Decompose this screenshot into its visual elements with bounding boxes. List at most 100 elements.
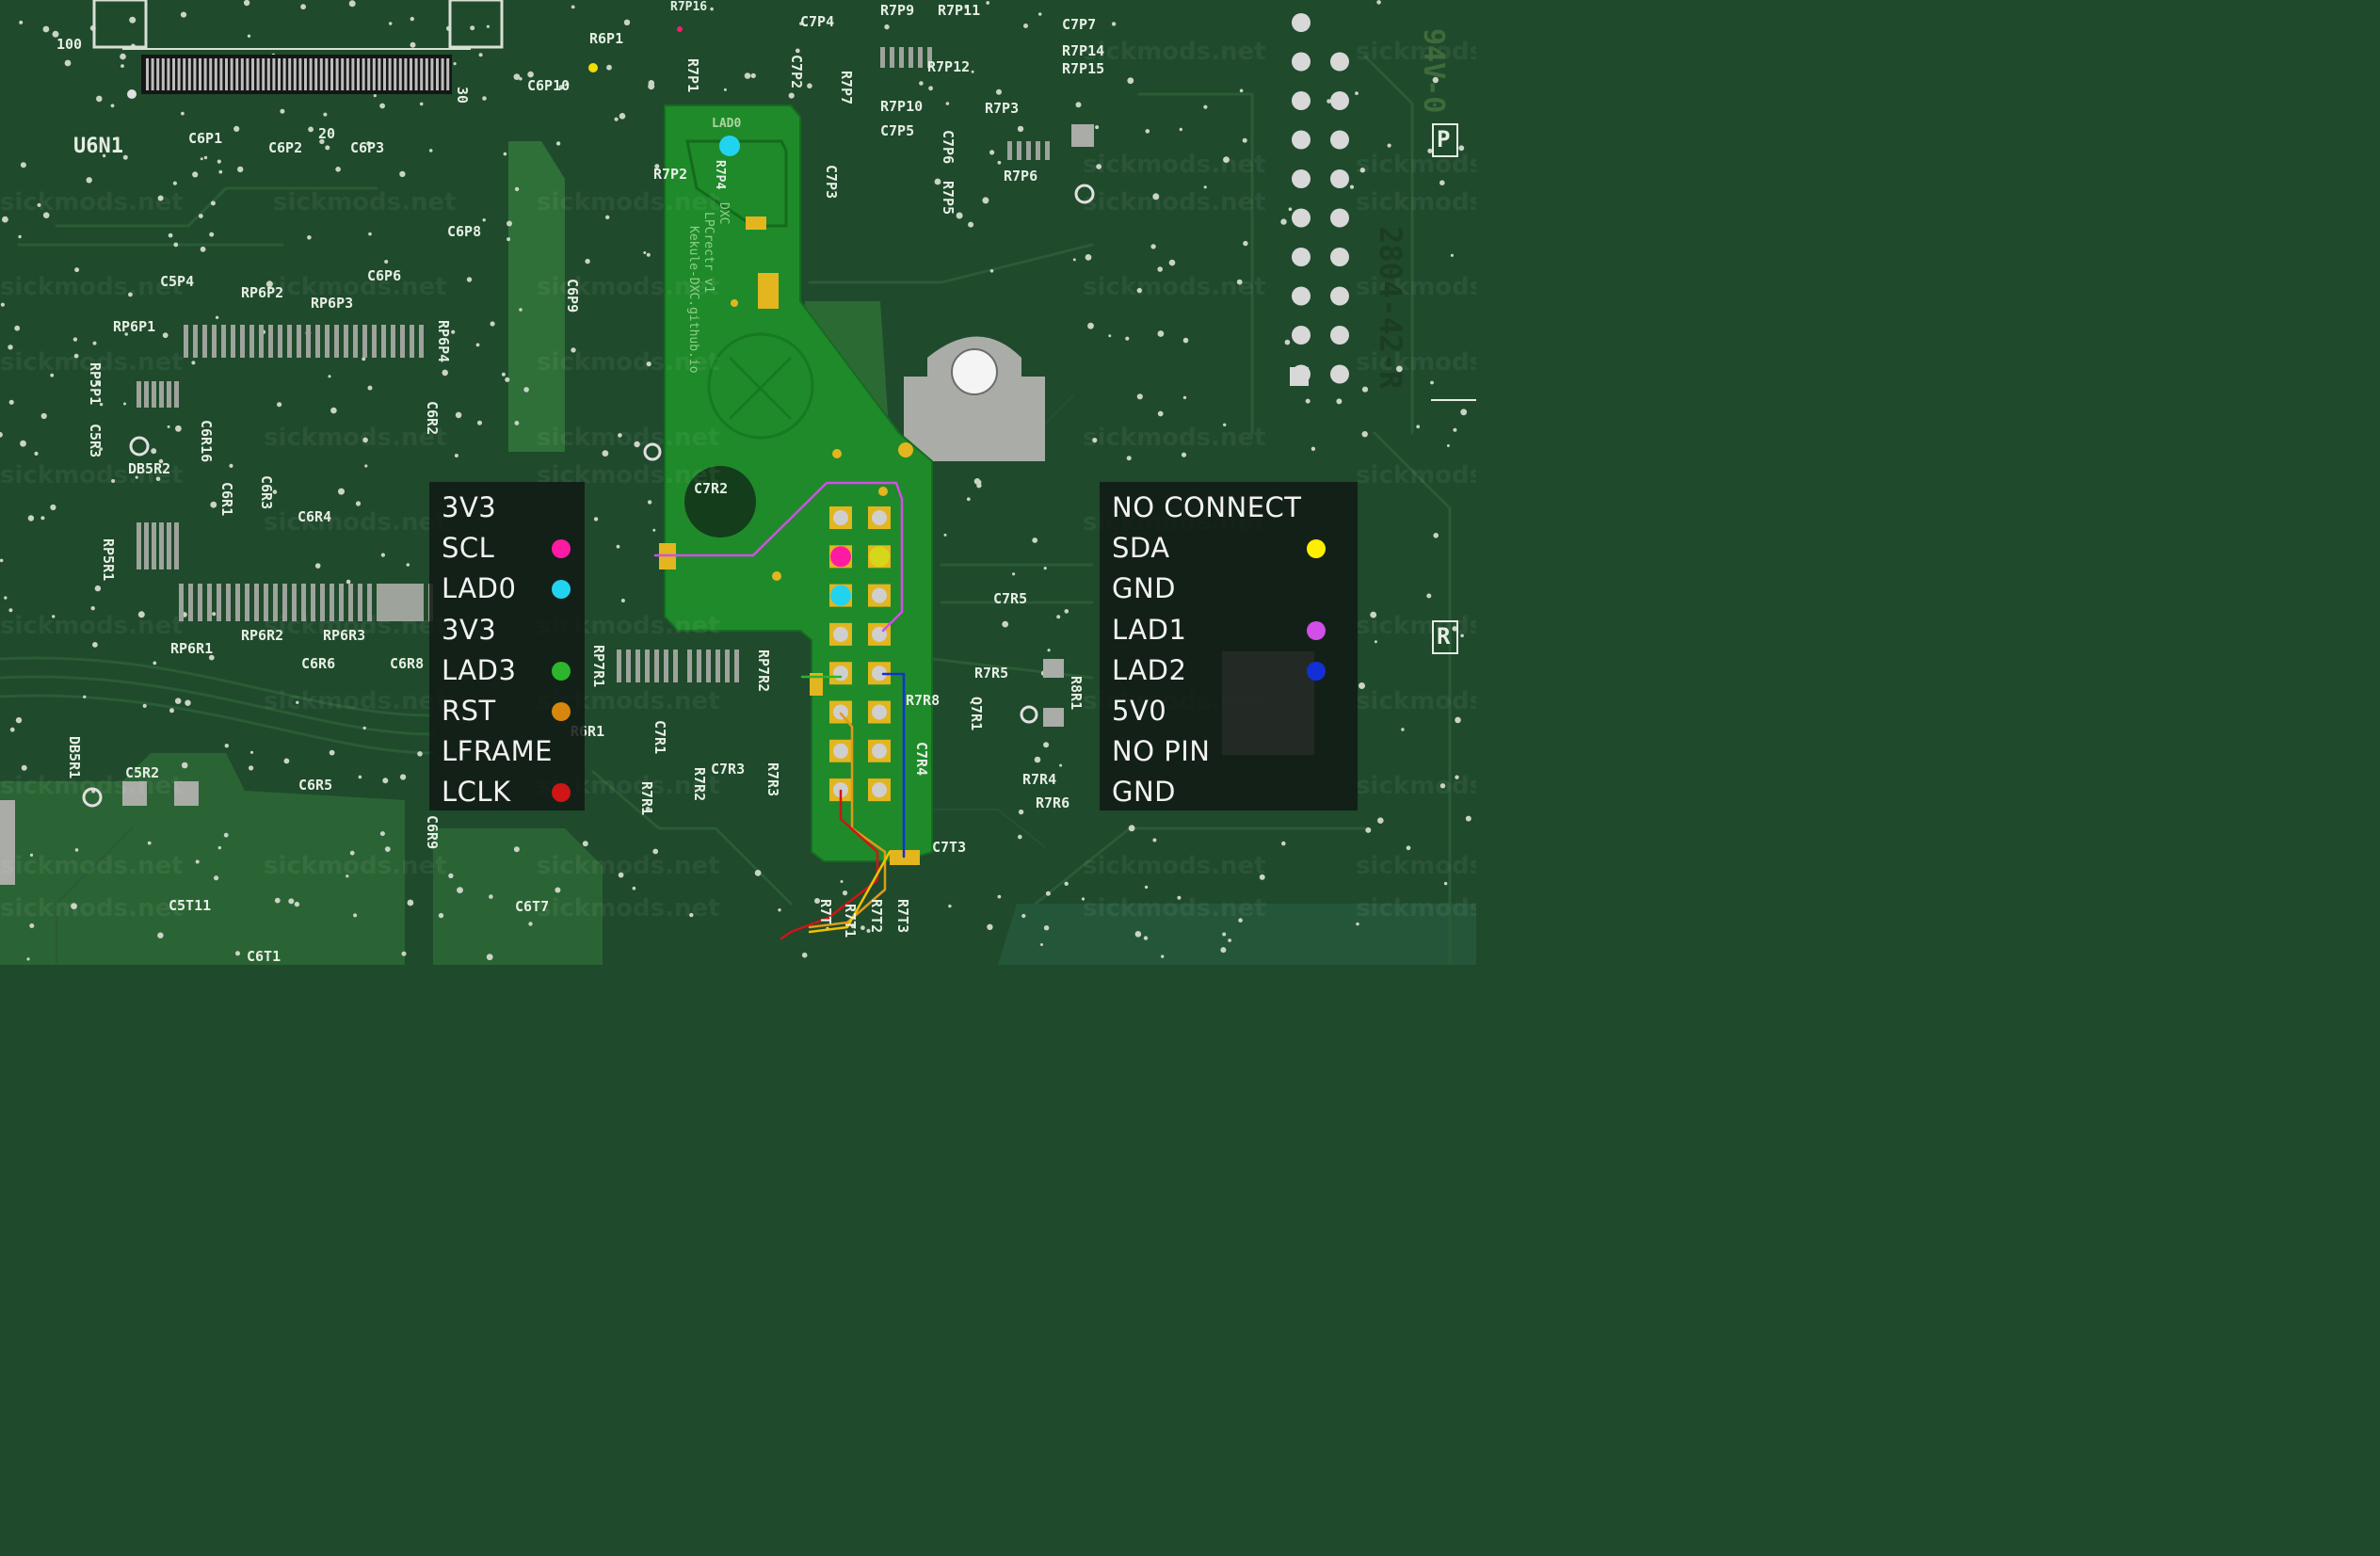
silk-r7r2: R7R2: [691, 767, 708, 802]
silk-r7p10: R7P10: [880, 98, 924, 115]
silk-r7p3: R7P3: [985, 100, 1020, 117]
silk-c7r1: C7R1: [651, 720, 668, 755]
silk-c6p6: C6P6: [367, 267, 402, 284]
silk-c6p10: C6P10: [527, 77, 571, 94]
silk-c7p2: C7P2: [788, 55, 805, 89]
silk-rp6p3: RP6P3: [311, 295, 354, 312]
silk-c6r16: C6R16: [198, 420, 215, 463]
metal-mount-pad: [904, 336, 1045, 461]
right-pin-label: NO CONNECT: [1112, 491, 1302, 523]
silk-rp7r2: RP7R2: [755, 650, 772, 693]
silk-vert-code: 2804-42-R: [1373, 226, 1408, 390]
silk-r7r5: R7R5: [974, 665, 1009, 682]
flex-text-1: DXC: [716, 202, 731, 225]
lad0-marker: [719, 136, 740, 156]
silk-p: P: [1437, 126, 1451, 152]
flex-text-2: LPCrectr v1: [701, 212, 716, 294]
silk-r7t2: R7T2: [868, 899, 885, 934]
silk-c7p6: C7P6: [940, 130, 957, 165]
silk-c7r2: C7R2: [694, 480, 729, 497]
left-pin-color-dot: [552, 661, 571, 681]
silk-r7p15: R7P15: [1062, 60, 1105, 77]
right-pin-label: LAD1: [1112, 613, 1187, 646]
silk-c7r5: C7R5: [993, 590, 1028, 607]
right-pin-color-dot: [1307, 620, 1326, 640]
left-pin-label: RST: [442, 695, 496, 727]
left-pin-color-dot: [552, 580, 571, 600]
left-pin-label: SCL: [442, 532, 495, 565]
silk-r7p4: R7P4: [713, 160, 727, 190]
silk-r7t3: R7T3: [894, 899, 911, 934]
silk-r7t1: R7T1: [842, 904, 859, 938]
silk-r7p16: R7P16: [670, 0, 708, 14]
right-pin-label: NO PIN: [1112, 735, 1211, 768]
silk-r8r1: R8R1: [1068, 676, 1085, 711]
silk-db5r1: DB5R1: [66, 736, 83, 779]
silk-rp6r3: RP6R3: [323, 627, 366, 644]
left-pin-color-dot: [552, 702, 571, 721]
silk-c6r5: C6R5: [298, 777, 333, 794]
left-pin-color-dot: [552, 783, 571, 803]
silk-c5t11: C5T11: [169, 897, 212, 914]
silk-rp5p1: RP5P1: [87, 362, 104, 406]
silk-c5r3: C5R3: [87, 424, 104, 458]
silk-r7p11: R7P11: [938, 2, 981, 19]
silk-c6t1: C6T1: [247, 948, 281, 965]
silk-c6r6: C6R6: [301, 655, 336, 672]
silk-c6p2: C6P2: [268, 139, 303, 156]
left-pin-label: LAD0: [442, 572, 517, 605]
right-pin-label: GND: [1112, 776, 1176, 809]
silk-c6r9: C6R9: [424, 815, 441, 850]
connector-u6n1: [92, 0, 504, 99]
silk-c7p7: C7P7: [1062, 16, 1097, 33]
silk-rp5r1: RP5R1: [100, 538, 117, 582]
silk-c7r4: C7R4: [913, 742, 930, 777]
silk-c6r4: C6R4: [298, 508, 332, 525]
silk-r7p7: R7P7: [838, 71, 855, 105]
silk-rp6p4: RP6P4: [435, 320, 452, 363]
pcb-photo: sickmods.netsickmods.netsickmods.netsick…: [0, 0, 1476, 965]
silk-rp6r1: RP6R1: [170, 640, 214, 657]
silk-rp6r2: RP6R2: [241, 627, 284, 644]
silk-c7p5: C7P5: [880, 122, 915, 139]
silk-c5r2: C5R2: [125, 764, 160, 781]
silk-lad0: LAD0: [712, 117, 742, 131]
flex-text-3: Kekule-DXC.github.io: [686, 226, 700, 374]
silk-c5p4: C5P4: [160, 273, 195, 290]
silk-rp6p2: RP6P2: [241, 284, 284, 301]
silk-c6p9: C6P9: [564, 279, 581, 313]
silk-r7p1: R7P1: [684, 58, 701, 93]
silk-r7p2: R7P2: [653, 166, 688, 183]
right-pin-color-dot: [1307, 539, 1326, 559]
left-pin-label: LCLK: [442, 776, 511, 809]
right-pin-label: GND: [1112, 572, 1176, 605]
silk-r7r6: R7R6: [1036, 794, 1070, 811]
silk-q7r1: Q7R1: [968, 697, 985, 731]
left-pin-label: 3V3: [442, 491, 497, 523]
silk-r7t: R7T: [817, 899, 834, 925]
silk-r7p6: R7P6: [1004, 168, 1038, 184]
silk-rating: 94V-0: [1417, 28, 1450, 114]
silk-100: 100: [56, 36, 83, 53]
right-pin-label: 5V0: [1112, 695, 1167, 727]
silk-rp6p1: RP6P1: [113, 318, 156, 335]
right-pin-label: SDA: [1112, 532, 1170, 565]
silk-r7r8: R7R8: [906, 692, 941, 709]
silk-r7p12: R7P12: [927, 58, 971, 75]
left-pin-color-dot: [552, 539, 571, 559]
silk-r7r1: R7R1: [638, 781, 655, 816]
left-pin-label: 3V3: [442, 613, 497, 646]
silk-c7p3: C7P3: [823, 165, 840, 200]
silk-u6n1: U6N1: [73, 135, 123, 158]
silk-c6r3: C6R3: [258, 475, 275, 510]
silk-c6r8: C6R8: [390, 655, 425, 672]
silk-c6r1: C6R1: [218, 482, 235, 517]
silk-20: 20: [318, 125, 336, 142]
silk-r7p14: R7P14: [1062, 42, 1105, 59]
silk-rp7r1: RP7R1: [590, 645, 607, 688]
silk-30: 30: [454, 87, 471, 104]
silk-c7t3: C7T3: [932, 839, 967, 856]
silk-r7p9: R7P9: [880, 2, 915, 19]
silk-c7r3: C7R3: [711, 761, 746, 778]
silk-c6r2: C6R2: [424, 401, 441, 436]
